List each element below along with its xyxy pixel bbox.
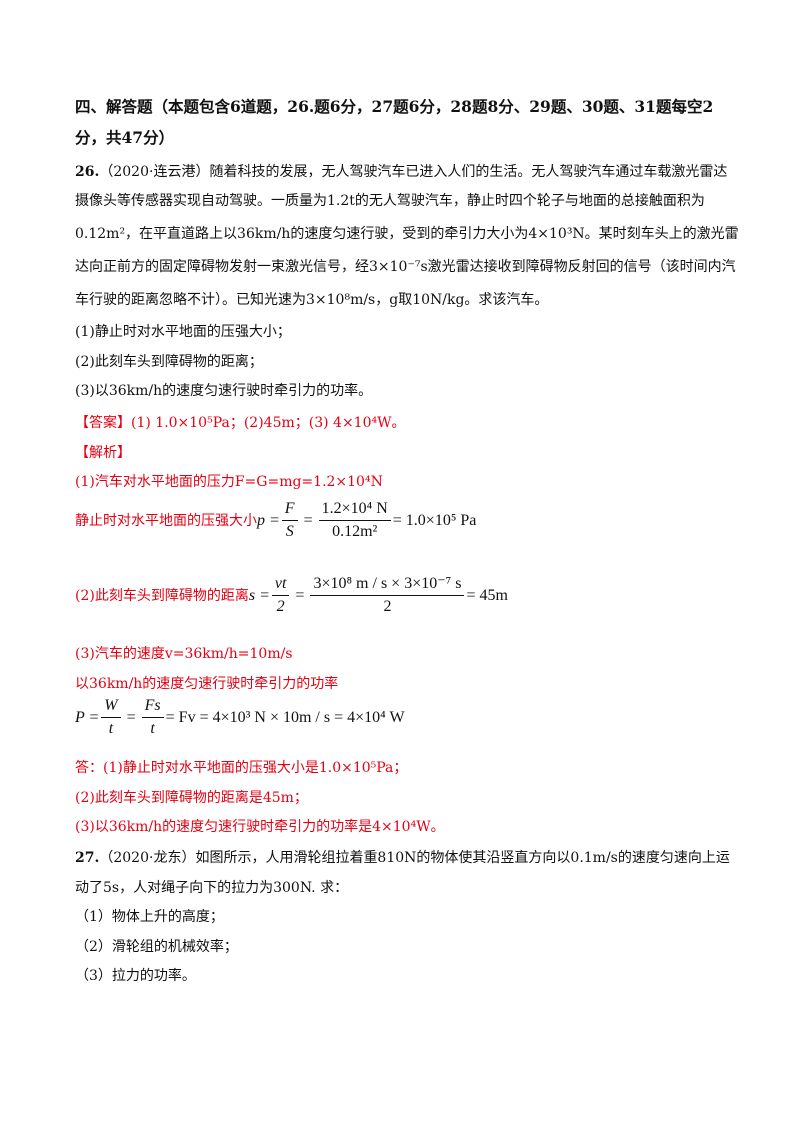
eq1-equals: =	[303, 511, 313, 529]
eq3-den1: t	[108, 720, 114, 737]
q26-final-2: (2)此刻车头到障碍物的距离是45m；	[75, 790, 308, 806]
q26-line2: 摄像头等传感器实现自动驾驶。一质量为1.2t的无人驾驶汽车，静止时四个轮子与地面…	[75, 193, 705, 209]
eq2-rhs: = 45m	[466, 586, 508, 604]
q26-final-3: (3)以36km/h的速度匀速行驶时牵引力的功率是4×10⁴W。	[75, 819, 445, 835]
q26-eq2-row: (2)此刻车头到障碍物的距离 s = vt 2 = 3×10⁸ m / s × 3…	[75, 575, 735, 625]
q26-eq1-label: 静止时对水平地面的压强大小	[75, 512, 257, 529]
q26-analysis-label: 【解析】	[75, 445, 131, 461]
eq1-num2: 1.2×10⁴ N	[318, 500, 391, 521]
equation-2: s = vt 2 = 3×10⁸ m / s × 3×10⁻⁷ s 2 = 45m	[249, 575, 508, 616]
eq1-den1: S	[285, 523, 294, 540]
eq3-den2: t	[150, 720, 155, 737]
eq3-lhs: P =	[75, 708, 100, 726]
q26-answer: 【答案】(1) 1.0×10⁵Pa；(2)45m；(3) 4×10⁴W。	[75, 415, 406, 431]
q27-sub1: （1）物体上升的高度；	[75, 909, 224, 925]
eq3-num2: Fs	[141, 697, 164, 718]
q26-analysis-1: (1)汽车对水平地面的压力F=G=mg=1.2×10⁴N	[75, 474, 383, 490]
q26-sub3: (3)以36km/h的速度匀速行驶时牵引力的功率。	[75, 383, 373, 399]
q26-line5: 车行驶的距离忽略不计）。已知光速为3×10⁸m/s，g取10N/kg。求该汽车。	[75, 292, 549, 308]
eq3-equals: =	[126, 708, 136, 726]
q26-line1: 26.（2020·连云港）随着科技的发展，无人驾驶汽车已进入人们的生活。无人驾驶…	[75, 162, 735, 182]
q26-eq2-label: (2)此刻车头到障碍物的距离	[75, 587, 249, 604]
eq2-num2: 3×10⁸ m / s × 3×10⁻⁷ s	[310, 575, 465, 596]
q27-line1: 27.（2020·龙东）如图所示，人用滑轮组拉着重810N的物体使其沿竖直方向以…	[75, 848, 735, 868]
eq3-num1: W	[101, 697, 121, 718]
eq2-equals: =	[295, 586, 305, 604]
eq2-num1: vt	[271, 575, 290, 596]
eq2-den1: 2	[276, 598, 285, 615]
q26-text-1: （2020·连云港）随着科技的发展，无人驾驶汽车已进入人们的生活。无人驾驶汽车通…	[99, 164, 728, 180]
q26-number: 26.	[75, 164, 100, 180]
eq1-rhs: = 1.0×10⁵ Pa	[392, 511, 477, 529]
eq3-rhs: = Fv = 4×10³ N × 10m / s = 4×10⁴ W	[165, 708, 405, 726]
q26-sub2: (2)此刻车头到障碍物的距离；	[75, 354, 263, 370]
eq1-fraction-2: 1.2×10⁴ N 0.12m²	[318, 500, 391, 541]
section-heading-line2: 分，共47分）	[75, 128, 175, 147]
q27-sub3: （3）拉力的功率。	[75, 968, 196, 984]
q26-sub1: (1)静止时对水平地面的压强大小；	[75, 324, 291, 340]
eq1-den2: 0.12m²	[332, 523, 378, 540]
q27-sub2: （2）滑轮组的机械效率；	[75, 939, 238, 955]
q27-line2: 动了5s，人对绳子向下的拉力为300N. 求：	[75, 880, 349, 896]
eq3-fraction-2: Fs t	[141, 697, 164, 738]
q26-line3: 0.12m²，在平直道路上以36km/h的速度匀速行驶，受到的牵引力大小为4×1…	[75, 226, 739, 242]
eq2-fraction-1: vt 2	[271, 575, 290, 616]
eq1-lhs: p =	[257, 511, 280, 529]
q27-text-1: （2020·龙东）如图所示，人用滑轮组拉着重810N的物体使其沿竖直方向以0.1…	[99, 850, 730, 866]
q26-analysis-3: (3)汽车的速度v=36km/h=10m/s	[75, 646, 293, 662]
eq2-lhs: s =	[248, 586, 270, 604]
q27-number: 27.	[75, 850, 100, 866]
q26-final-1: 答：(1)静止时对水平地面的压强大小是1.0×10⁵Pa；	[75, 760, 408, 776]
eq2-den2: 2	[383, 598, 392, 615]
q26-line4: 达向正前方的固定障碍物发射一束激光信号，经3×10⁻⁷s激光雷达接收到障碍物反射…	[75, 259, 736, 275]
q26-analysis-3b: 以36km/h的速度匀速行驶时牵引力的功率	[75, 676, 339, 692]
eq2-fraction-2: 3×10⁸ m / s × 3×10⁻⁷ s 2	[310, 575, 465, 616]
eq1-num1: F	[281, 500, 298, 521]
section-heading-line1: 四、解答题（本题包含6道题，26.题6分，27题6分，28题8分、29题、30题…	[75, 97, 714, 116]
